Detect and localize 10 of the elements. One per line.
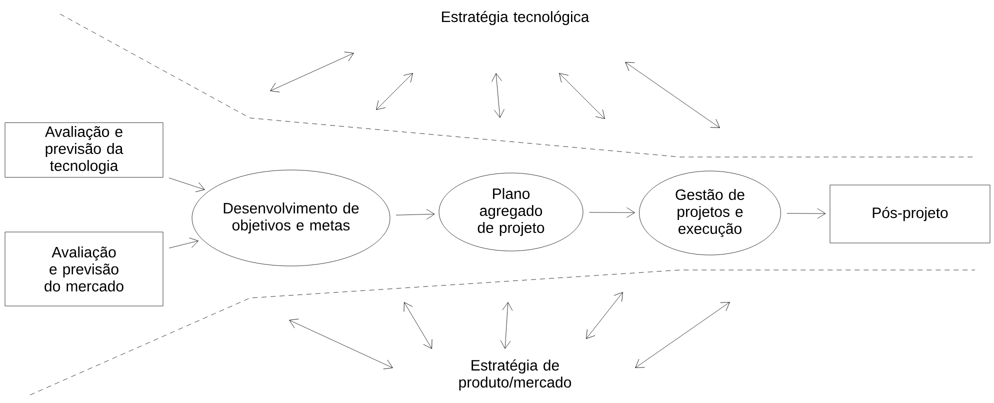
process-box: Avaliação e previsão da tecnologia [4, 122, 164, 178]
strategy-label: Estratégia tecnológica [442, 10, 590, 26]
strategy-label: Estratégia de produto/mercado [459, 359, 572, 391]
arrow [168, 238, 198, 248]
arrow [589, 207, 635, 218]
process-box: Avaliação e previsão do mercado [4, 232, 164, 306]
process-box: Pós-projeto [830, 184, 990, 244]
arrow [786, 208, 826, 219]
arrow [168, 178, 205, 192]
arrow [396, 209, 435, 220]
